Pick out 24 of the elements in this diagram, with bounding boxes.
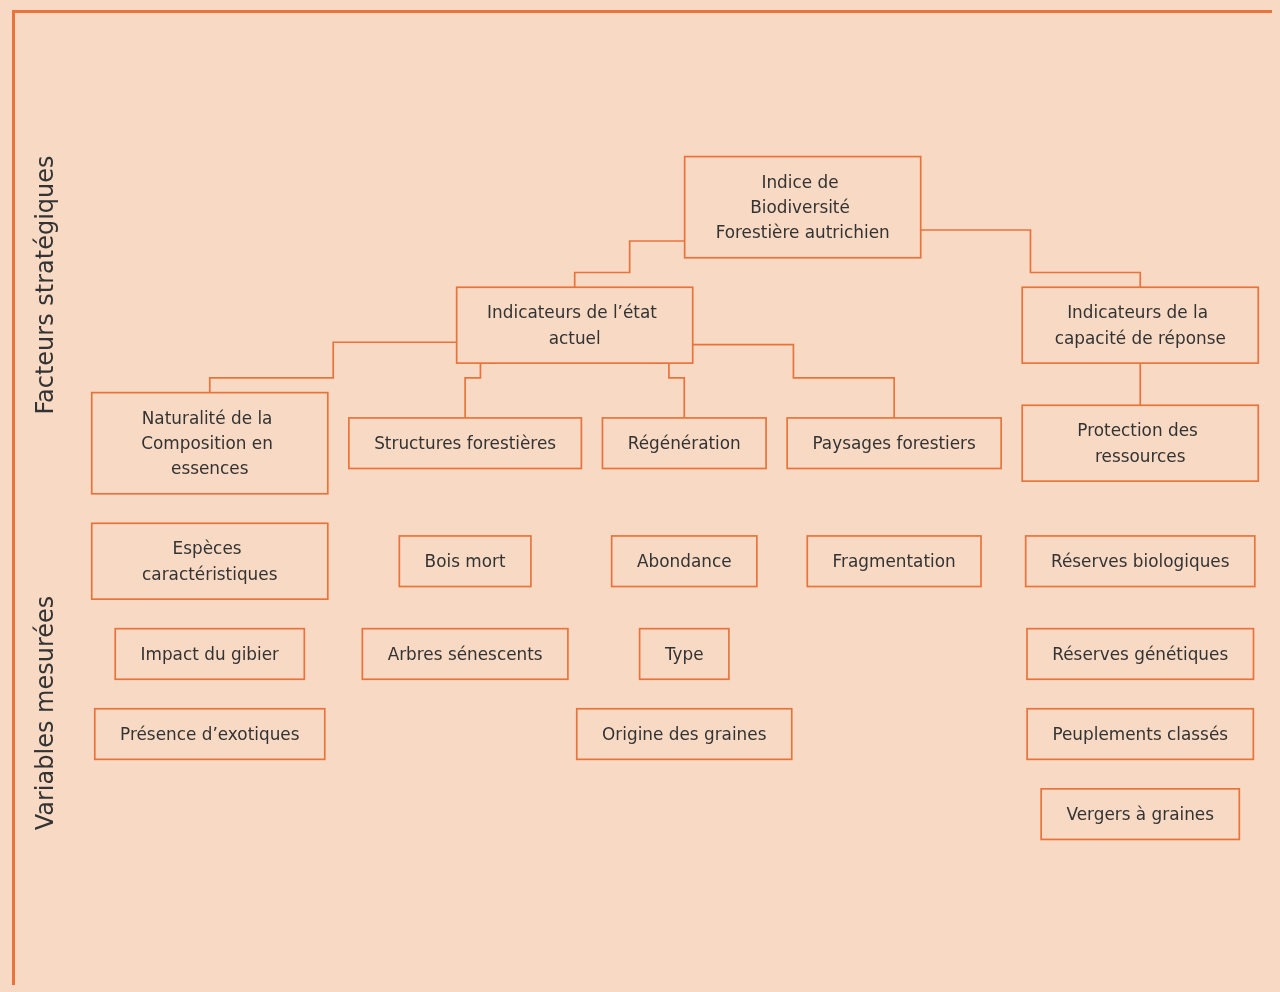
node-box: Indice de Biodiversité Forestière autrichien [683,155,922,259]
node-box: Indicateurs de l’état actuel [455,286,694,364]
node-box: Origine des graines [575,707,793,761]
node-box: Présence d’exotiques [93,707,326,761]
node-box: Indicateurs de la capacité de réponse [1021,286,1260,364]
node-box: Régénération [601,417,767,470]
node-box: Abondance [610,535,758,588]
axis-label: Facteurs stratégiques [31,155,59,415]
node-box: Réserves génétiques [1026,627,1255,681]
axis-label: Variables mesurées [31,595,59,831]
connector [1139,362,1142,407]
node-box: Vergers à graines [1040,788,1241,841]
node-box: Naturalité de la Composition en essences [90,391,329,495]
node-box: Bois mort [398,535,532,588]
node-box: Fragmentation [806,535,982,588]
node-box: Impact du gibier [114,627,306,681]
node-box: Protection des ressources [1021,404,1260,482]
node-box: Espèces caractéristiques [90,522,329,600]
node-box: Réserves biologiques [1024,535,1256,588]
node-box: Arbres sénescents [361,627,569,681]
node-box: Structures forestières [348,417,583,470]
node-box: Type [638,627,730,681]
node-box: Paysages forestiers [786,417,1002,470]
node-box: Peuplements classés [1026,707,1255,761]
